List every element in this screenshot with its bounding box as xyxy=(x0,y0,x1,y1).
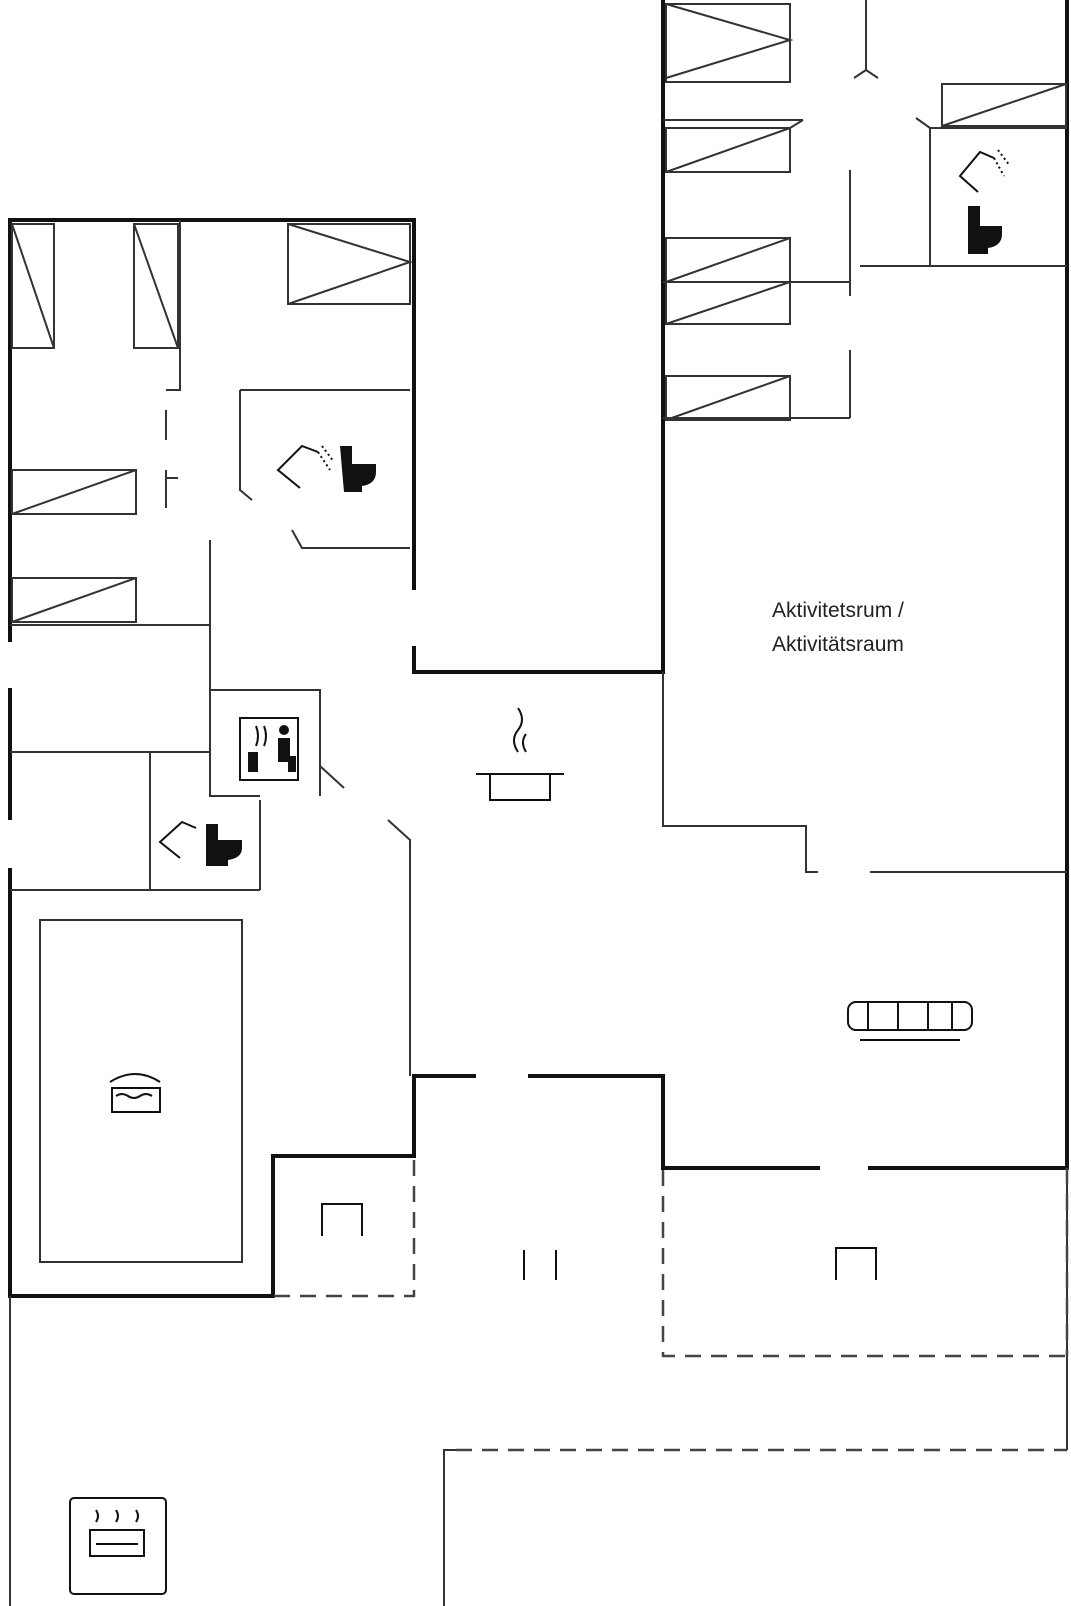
bed-icon xyxy=(11,469,137,515)
bed-icon xyxy=(287,223,414,305)
interior-walls xyxy=(9,0,1068,1606)
toilet-icon xyxy=(206,824,242,866)
shower-icon xyxy=(158,820,197,859)
room-label-activity-room: Aktivitetsrum / Aktivitätsraum xyxy=(772,594,904,662)
chair-icon xyxy=(835,1247,877,1280)
pool-outline xyxy=(39,919,243,1263)
bed-icon xyxy=(665,127,791,173)
room-label-line-1: Aktivitetsrum / xyxy=(772,599,904,622)
bed-icon xyxy=(665,3,794,83)
sofa-icon xyxy=(847,1001,973,1041)
toilet-icon xyxy=(340,446,376,492)
beds xyxy=(11,3,1067,623)
chair-icon xyxy=(523,1250,557,1280)
bathroom-upper-right xyxy=(958,149,1011,254)
exterior-walls xyxy=(8,0,1069,1298)
grill-icon xyxy=(69,1497,167,1595)
bed-icon xyxy=(941,83,1067,127)
bathroom-lower-left xyxy=(158,820,242,866)
chair-icon xyxy=(321,1203,363,1236)
shower-icon xyxy=(276,444,335,489)
bed-icon xyxy=(11,223,55,349)
sauna-icon xyxy=(239,717,299,781)
bed-icon xyxy=(11,577,137,623)
toilet-icon xyxy=(968,206,1002,254)
bed-icon xyxy=(665,236,791,325)
room-label-line-2: Aktivitätsraum xyxy=(772,633,904,656)
hot-tub-icon xyxy=(109,1073,161,1113)
bed-icon xyxy=(665,375,791,421)
shower-icon xyxy=(958,149,1011,193)
cooking-pot-icon xyxy=(476,707,564,801)
bathroom-upper-left xyxy=(276,444,376,492)
terraces xyxy=(273,1160,1069,1452)
bed-icon xyxy=(133,223,179,349)
